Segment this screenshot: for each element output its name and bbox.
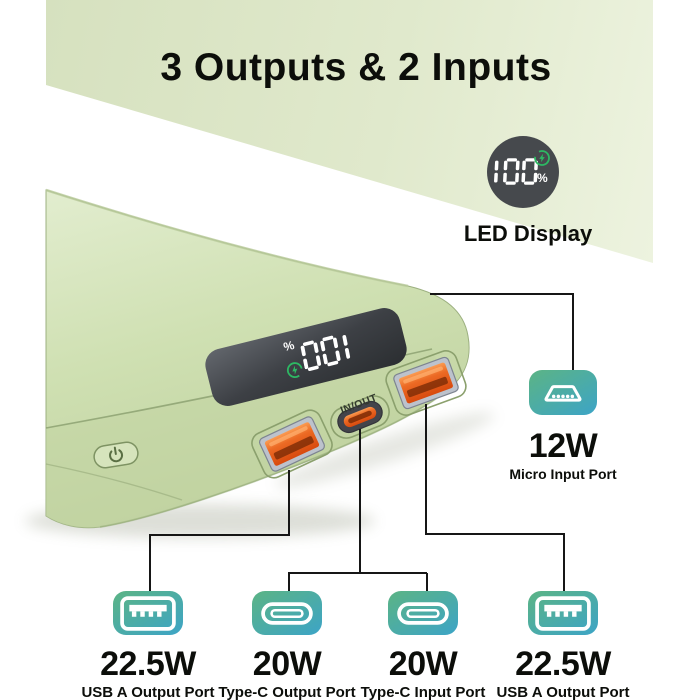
micro-wattage: 12W [528, 427, 598, 465]
power-icon [109, 446, 124, 463]
device-shadow-right [275, 412, 495, 488]
power-button [93, 441, 139, 469]
line-type-c-split [288, 429, 428, 591]
port-label: Type-C Output Port [218, 684, 356, 700]
port-wattage: 20W [252, 645, 322, 683]
line-usb-a-left [149, 470, 290, 591]
callout-usb-a-output-left: 22.5W USB A Output Port [63, 591, 233, 700]
port-wattage: 20W [388, 645, 458, 683]
led-display-label: LED Display [463, 221, 593, 246]
seam-line-lower [45, 463, 183, 501]
led-display-badge: % [487, 136, 559, 208]
port-label: Type-C Input Port [360, 684, 486, 700]
front-face-shade [46, 349, 449, 528]
port-wattage: 22.5W [515, 645, 611, 683]
line-micro-input [430, 293, 574, 370]
port-label: USB A Output Port [496, 684, 630, 700]
top-edge-rim [45, 188, 409, 288]
type-c-port-icon [388, 591, 458, 635]
micro-port-label: Micro Input Port [509, 466, 617, 482]
line-usb-a-right [425, 404, 565, 591]
micro-usb-port-icon [529, 370, 597, 415]
page-title: 3 Outputs & 2 Inputs [160, 46, 552, 89]
callout-micro-input: 12W Micro Input Port [478, 370, 648, 482]
callout-type-c-input: 20W Type-C Input Port [338, 591, 508, 700]
usb-a-port-icon [528, 591, 598, 635]
device-display-panel [205, 308, 407, 406]
callout-type-c-output: 20W Type-C Output Port [202, 591, 372, 700]
callout-lines [149, 293, 574, 591]
led-percent-sign: % [537, 171, 548, 185]
type-c-port-icon [252, 591, 322, 635]
port-label: USB A Output Port [81, 684, 215, 700]
device-percent-sign: % [282, 338, 296, 354]
usb-a-port-icon [113, 591, 183, 635]
callout-usb-a-output-right: 22.5W USB A Output Port [478, 591, 648, 700]
charging-bolt-icon [534, 150, 550, 166]
port-wattage: 22.5W [100, 645, 196, 683]
